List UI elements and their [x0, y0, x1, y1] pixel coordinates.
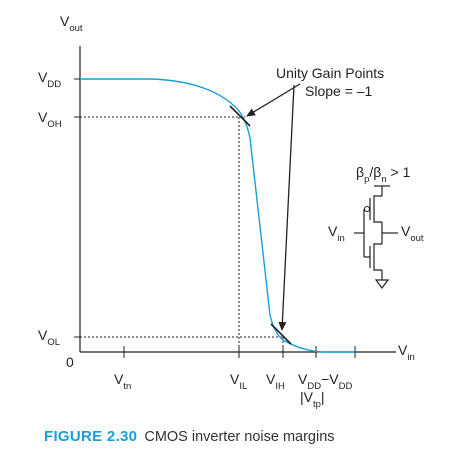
pmos-channel	[373, 195, 382, 223]
x-tick-label-vdd-minus: VDD−VDD	[298, 371, 352, 392]
x-tick-label-vih: VIH	[266, 371, 285, 392]
unity-gain-tangent-upper	[229, 105, 251, 127]
ground-symbol	[374, 279, 390, 289]
transfer-curve	[80, 78, 355, 353]
y-tick-label-voh: VOH	[38, 109, 62, 130]
beta-ratio-label: βp/βn > 1	[356, 164, 411, 185]
x-tick-label-vtp-abs: |Vtp|	[300, 389, 325, 410]
y-tick-label-vol: VOL	[38, 327, 60, 348]
cmos-inverter-schematic: βp/βn > 1 Vin Vout	[328, 164, 424, 289]
x-tick-label-vtn: Vtn	[114, 371, 131, 392]
caption-text: CMOS inverter noise margins	[144, 429, 334, 445]
annotation-slope: Slope = –1	[305, 83, 373, 99]
y-axis-label: Vout	[60, 13, 83, 34]
inverter-vout-label: Vout	[401, 223, 424, 244]
y-tick-label-vdd: VDD	[38, 69, 61, 90]
x-tick-label-vil: VIL	[230, 371, 247, 392]
annotation-arrow-lower	[278, 84, 295, 331]
origin-label: 0	[66, 354, 74, 370]
caption: FIGURE 2.30 CMOS inverter noise margins	[44, 428, 335, 445]
nmos-channel	[373, 243, 382, 271]
inverter-vin-label: Vin	[328, 223, 345, 244]
pmos-gate-bubble	[363, 205, 371, 213]
annotation-title: Unity Gain Points	[276, 65, 384, 81]
unity-gain-tangent-lower	[270, 323, 292, 345]
caption-number: FIGURE 2.30	[44, 428, 137, 445]
annotation-arrow-upper	[246, 83, 301, 117]
x-axis-label: Vin	[398, 342, 415, 363]
